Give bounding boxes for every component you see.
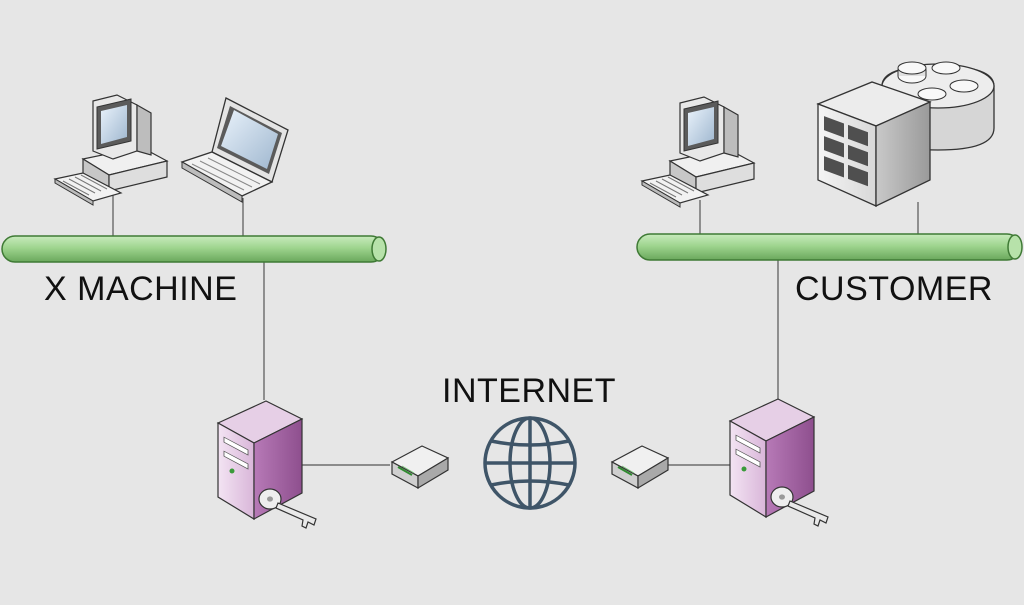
database-server-icon: [816, 61, 995, 208]
globe-icon: [483, 416, 577, 510]
modem-icon: [611, 445, 669, 489]
right-network-bus: [636, 233, 1023, 261]
laptop-icon: [180, 97, 289, 203]
server-with-key-icon: [217, 400, 317, 529]
left-network-label: X MACHINE: [44, 270, 238, 308]
right-network-label: CUSTOMER: [795, 270, 993, 308]
modem-icon: [391, 445, 449, 489]
left-network-bus: [1, 235, 387, 263]
desktop-computer-icon: [641, 96, 755, 208]
link-lines: [112, 192, 919, 466]
server-with-key-icon: [729, 398, 829, 527]
internet-label: INTERNET: [442, 372, 616, 410]
desktop-computer-icon: [54, 94, 168, 206]
